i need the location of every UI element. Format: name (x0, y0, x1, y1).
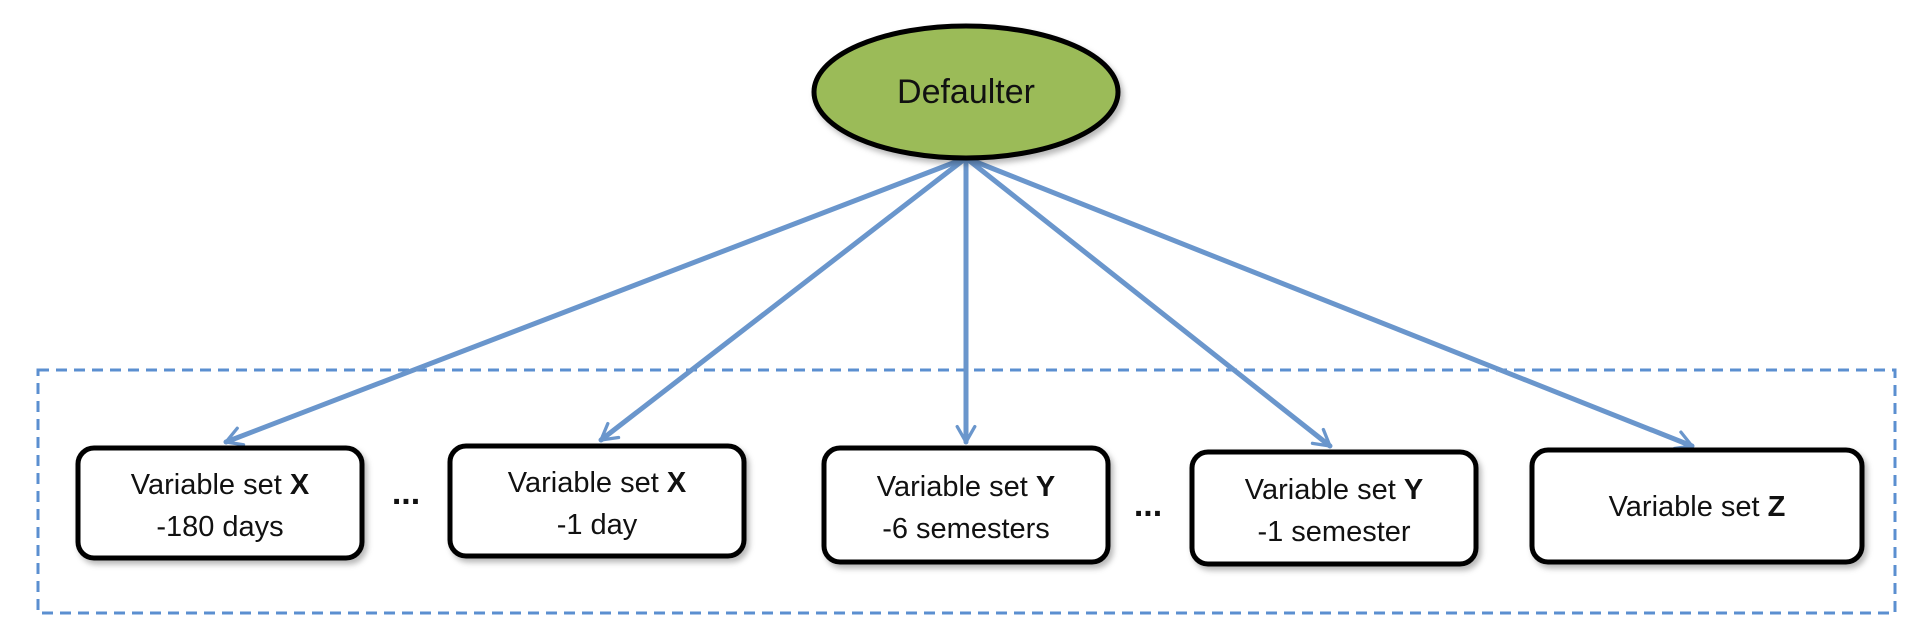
variable-set-offset: -1 semester (1257, 516, 1410, 548)
variable-set-node-4: Variable set Y -1 semester (1189, 449, 1479, 567)
variable-set-title: Variable set X (508, 467, 687, 499)
variable-set-title: Variable set X (131, 469, 310, 501)
variable-set-node-5: Variable set Z (1529, 447, 1865, 565)
ellipsis-2: ... (1134, 486, 1162, 524)
variable-set-box (447, 443, 747, 559)
variable-set-title: Variable set Y (1245, 474, 1423, 506)
variable-set-prefix: Variable set (1609, 491, 1768, 523)
variable-set-offset: -1 day (557, 509, 638, 541)
variable-set-letter: X (667, 467, 687, 499)
variable-set-prefix: Variable set (508, 467, 667, 499)
edges (223, 155, 1695, 451)
variable-set-prefix: Variable set (131, 469, 290, 501)
variable-set-title: Variable set Y (877, 471, 1055, 503)
variable-set-letter: Y (1404, 474, 1423, 506)
variable-set-box (75, 445, 365, 561)
variable-set-node-3: Variable set Y -6 semesters (821, 445, 1111, 565)
variable-set-prefix: Variable set (877, 471, 1036, 503)
variable-set-node-2: Variable set X -1 day (447, 443, 747, 559)
variable-set-prefix: Variable set (1245, 474, 1404, 506)
variable-set-title: Variable set Z (1609, 491, 1786, 523)
variable-set-box (1189, 449, 1479, 567)
root-label: Defaulter (897, 73, 1035, 111)
variable-set-node-1: Variable set X-180 days (75, 445, 365, 561)
edge-arrow-2 (598, 155, 969, 443)
variable-set-box (821, 445, 1111, 565)
variable-set-letter: Y (1036, 471, 1055, 503)
variable-set-offset: -180 days (156, 511, 283, 543)
root-ellipse (811, 23, 1121, 161)
root-node: Defaulter (811, 23, 1121, 161)
variable-set-letter: Z (1768, 491, 1786, 523)
edge-arrow-1 (223, 155, 969, 447)
variable-set-offset: -6 semesters (882, 513, 1050, 545)
edge-arrow-5 (963, 155, 1695, 451)
variable-set-box (1529, 447, 1865, 565)
variable-set-letter: X (290, 469, 310, 501)
edge-arrow-4 (963, 155, 1333, 449)
ellipsis-1: ... (392, 474, 420, 512)
